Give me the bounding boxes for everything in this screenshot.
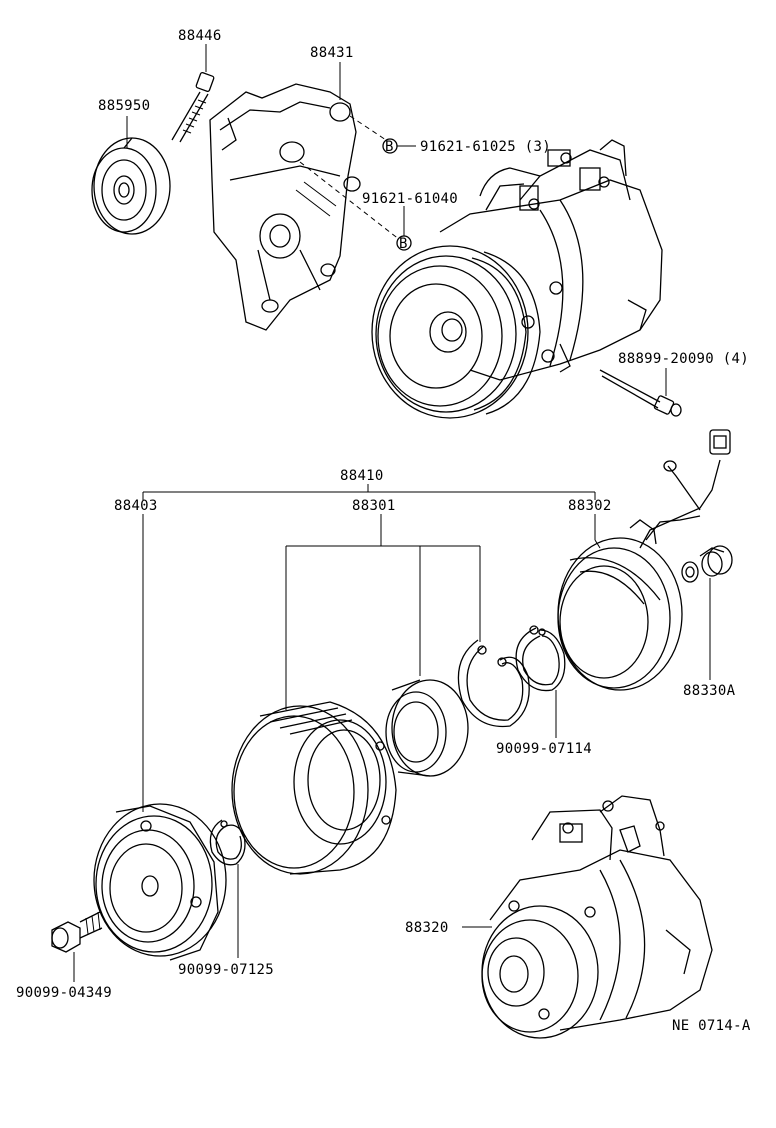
- bolt-88446: [171, 72, 215, 143]
- label-88330A: 88330A: [683, 683, 736, 699]
- label-88403: 88403: [114, 498, 158, 514]
- snap-ring-07114: [515, 625, 566, 692]
- label-88302: 88302: [568, 498, 612, 514]
- label-91621-61040: 91621-61040: [362, 191, 458, 207]
- label-90099-04349: 90099-04349: [16, 985, 112, 1001]
- stator-coil: [557, 429, 731, 691]
- compressor-bracket: [209, 83, 361, 331]
- clutch-pulley: [231, 701, 397, 875]
- bolt-small: [51, 911, 103, 953]
- dashed-nut-a: [349, 115, 387, 141]
- idler-pulley: [91, 137, 171, 235]
- snap-ring-07125: [209, 819, 246, 866]
- nut-a-marker: B: [385, 139, 394, 155]
- nut-b: B: [396, 235, 412, 252]
- label-91621-61025: 91621-61025 (3): [420, 139, 551, 155]
- label-88446: 88446: [178, 28, 222, 44]
- pressure-plate: [93, 803, 227, 961]
- label-88899-20090: 88899-20090 (4): [618, 351, 749, 367]
- nut-b-marker: B: [399, 236, 408, 252]
- assembly-tree: [142, 484, 596, 812]
- label-88320: 88320: [405, 920, 449, 936]
- label-88301: 88301: [352, 498, 396, 514]
- snap-ring-pulley: [457, 639, 530, 728]
- coil-clip: [681, 545, 733, 583]
- nut-a: B: [382, 138, 398, 155]
- compressor-bottom: [481, 795, 713, 1039]
- long-bolt: [599, 369, 682, 417]
- leader-88302: [594, 539, 601, 549]
- label-90099-07114: 90099-07114: [496, 741, 592, 757]
- bearing: [385, 679, 469, 777]
- dashed-nut-b: [299, 161, 401, 241]
- compressor-top: [371, 139, 663, 419]
- figure-code: NE 0714-A: [672, 1018, 751, 1034]
- label-885950: 885950: [98, 98, 150, 114]
- label-88431: 88431: [310, 45, 354, 61]
- label-90099-07125: 90099-07125: [178, 962, 274, 978]
- label-88410: 88410: [340, 468, 384, 484]
